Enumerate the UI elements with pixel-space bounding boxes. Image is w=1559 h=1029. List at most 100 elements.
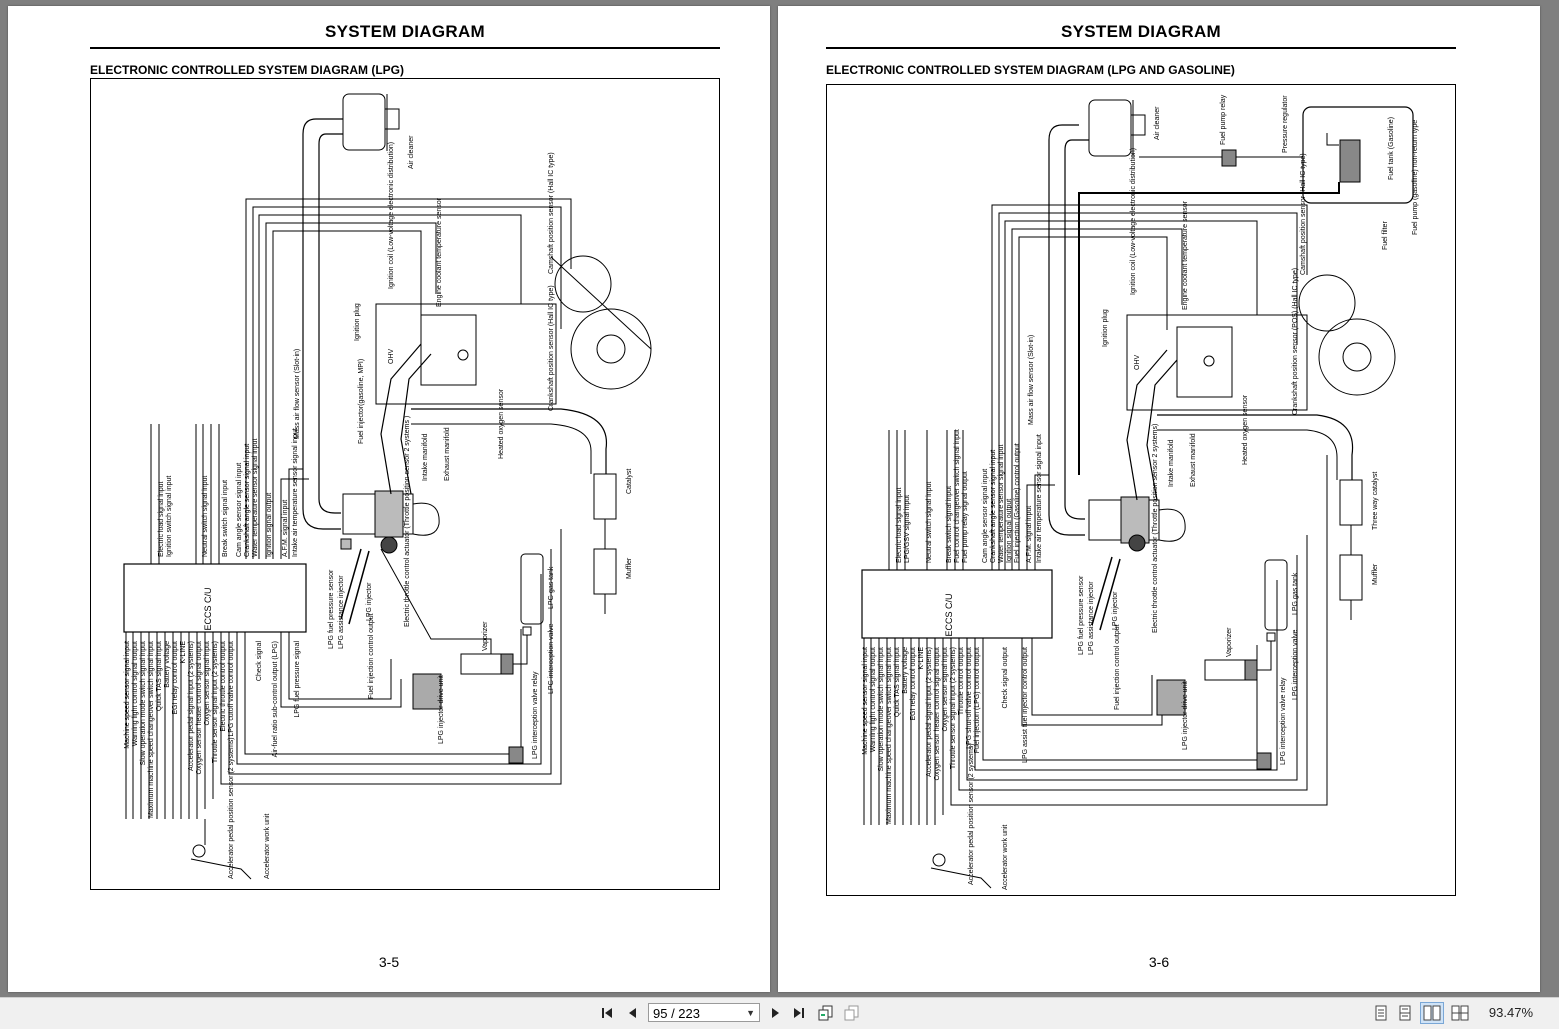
chevron-down-icon[interactable]: ▼	[746, 1008, 755, 1018]
muffler-shape	[593, 548, 617, 595]
page-number-field[interactable]: 95 / 223 ▼	[648, 1003, 760, 1022]
bottom-signal-1: Warning light control signal output	[132, 641, 139, 746]
top-signal-6: Water temperature sensor signal input	[252, 439, 259, 557]
label-lpg-injector: LPG injector	[1112, 591, 1119, 630]
bottom-signal-7: K-LINE	[180, 641, 187, 664]
bottom-signal-2: Slow operation mode switch signal input	[140, 641, 147, 766]
bottom-signal-9: Oxygen sensor heater control signal outp…	[196, 641, 203, 775]
bottom-signal-0: Machine speed sensor signal input	[124, 641, 131, 749]
label-fuel-filter: Fuel filter	[1382, 221, 1389, 250]
label-throttle: Electric throttle control actuator (Thro…	[1152, 424, 1159, 633]
first-page-button[interactable]	[598, 1002, 616, 1024]
label-vaporizer: Vaporizer	[482, 621, 489, 651]
top-signal-12: Intake air temperature sensor signal inp…	[1036, 434, 1043, 563]
bottom-signal-15: Check signal output	[1002, 647, 1009, 709]
top-signal-2: Neutral switch signal input	[926, 482, 933, 563]
go-forward-button[interactable]	[842, 1002, 862, 1024]
bottom-signal-16: LPG fuel pressure signal	[294, 641, 301, 718]
last-page-button[interactable]	[790, 1002, 808, 1024]
bottom-signal-13: LPG shut-off valve control output	[966, 647, 973, 749]
diagram-title: ELECTRONIC CONTROLLED SYSTEM DIAGRAM (LP…	[90, 63, 404, 77]
bottom-signal-5: Battery voltage	[164, 641, 171, 688]
lpg-tank	[520, 553, 544, 625]
label-accel-unit: Accelerator work unit	[264, 814, 271, 879]
top-signal-10: Fuel injection (Gasoline) control output	[1014, 443, 1021, 563]
bottom-signal-3: Maximum machine speed changeover switch …	[148, 641, 155, 818]
single-page-icon	[1375, 1005, 1387, 1021]
next-page-button[interactable]	[766, 1002, 784, 1024]
go-back-button[interactable]	[816, 1002, 836, 1024]
lpg-drive-unit	[1156, 679, 1186, 716]
label-ohv: OHV	[388, 349, 395, 365]
label-maf: Mass air flow sensor (Slot-in)	[1028, 335, 1035, 425]
two-page-view-button[interactable]	[1420, 1002, 1444, 1024]
label-fuel-injector: Fuel injector(gasoline, MPI)	[358, 359, 365, 444]
top-signal-9: Ignition signal output	[1006, 499, 1013, 563]
label-lpg-assist: LPG assistance injector	[1088, 581, 1095, 655]
top-signal-3: Break switch signal input	[946, 486, 953, 563]
label-ignition-coil: Ignition coil (Low-voltage electronic di…	[1130, 148, 1137, 295]
bottom-signal-11: Throttle sensor signal input (2 systems)	[950, 647, 957, 769]
label-camshaft: Camshaft position sensor (Hall IC type)	[1300, 153, 1307, 275]
continuous-page-icon	[1399, 1005, 1411, 1021]
bottom-signal-0: Machine speed sensor signal input	[862, 647, 869, 755]
previous-page-icon	[629, 1008, 636, 1018]
air-cleaner-shape	[1088, 99, 1132, 157]
system-diagram-lpg-gasoline: Air cleaner Fuel pump relay Pressure reg…	[861, 94, 1419, 890]
label-coolant: Engine coolant temperature sensor	[1182, 200, 1189, 310]
engine-block	[375, 303, 557, 405]
two-page-continuous-button[interactable]	[1450, 1002, 1470, 1024]
top-signal-0: Electric load signal input	[158, 481, 165, 557]
label-heated-o2: Heated oxygen sensor	[498, 388, 505, 459]
accelerator-sensor	[932, 853, 946, 867]
label-lpg-valve: LPG interception valve	[1292, 629, 1299, 700]
page-3-5: SYSTEM DIAGRAM ELECTRONIC CONTROLLED SYS…	[8, 6, 770, 992]
diagram-title: ELECTRONIC CONTROLLED SYSTEM DIAGRAM (LP…	[826, 63, 1235, 77]
two-page-continuous-icon	[1451, 1005, 1469, 1021]
navigation-toolbar: 95 / 223 ▼ 93.47%	[0, 997, 1559, 1029]
bottom-signal-13: LPG cutoff valve control output	[228, 641, 235, 737]
top-signal-7: Ignition signal output	[266, 493, 273, 557]
top-signal-0: Electric load signal input	[896, 487, 903, 563]
label-lpg-tank: LPG gas tank	[1292, 572, 1299, 615]
label-pressure-regulator: Pressure regulator	[1282, 95, 1289, 153]
label-lpg-relay: LPG interception valve relay	[532, 671, 539, 759]
bottom-signal-7: K-LINE	[918, 647, 925, 670]
label-throttle: Electric throttle control actuator (Thro…	[404, 416, 411, 627]
label-lpg-pressure: LPG fuel pressure sensor	[1078, 575, 1085, 655]
label-ignition-plug: Ignition plug	[1102, 309, 1109, 347]
top-signal-2: Neutral switch signal input	[202, 476, 209, 557]
system-diagram-lpg: Air cleaner Camshaft position sensor (Ha…	[123, 93, 652, 880]
zoom-level[interactable]: 93.47%	[1488, 1005, 1533, 1020]
label-fuel-tank: Fuel tank (Gasoline)	[1388, 117, 1395, 180]
ecu-label: ECCS C/U	[203, 587, 213, 630]
label-coolant: Engine coolant temperature sensor	[436, 197, 443, 307]
top-signal-4: Cam angle sensor signal input	[236, 463, 243, 557]
fuel-pump-relay	[1221, 149, 1237, 167]
intake-manifold	[380, 343, 432, 495]
top-signal-8: A.F.M. signal input	[282, 500, 289, 557]
bottom-signal-14: Check signal	[256, 641, 263, 682]
top-signal-6: Cam angle sensor signal input	[982, 469, 989, 563]
document-viewport[interactable]: SYSTEM DIAGRAM ELECTRONIC CONTROLLED SYS…	[0, 0, 1559, 997]
header-rule	[826, 47, 1456, 49]
label-fuel-inj-out: Fuel injection control output	[368, 613, 375, 699]
top-signal-11: A.F.M. signal input	[1026, 506, 1033, 563]
page-number: 3-5	[378, 954, 400, 970]
camshaft-pulley	[1298, 274, 1356, 332]
lpg-relay	[1256, 752, 1272, 770]
bottom-signal-12: Electric throttle control output	[220, 641, 227, 732]
page-3-6: SYSTEM DIAGRAM ELECTRONIC CONTROLLED SYS…	[778, 6, 1540, 992]
top-signal-1: LPG/GSV signal input	[904, 495, 911, 563]
label-ohv: OHV	[1134, 355, 1141, 371]
camshaft-pulley	[554, 255, 612, 313]
label-muffler: Muffler	[1372, 563, 1379, 585]
continuous-view-button[interactable]	[1396, 1002, 1414, 1024]
label-lpg-drive: LPG injector drive unit	[438, 675, 445, 744]
previous-page-button[interactable]	[624, 1002, 642, 1024]
page-number: 3-6	[1148, 954, 1170, 970]
air-cleaner-shape	[342, 93, 386, 151]
intake-duct	[302, 118, 343, 530]
engine-block	[1126, 314, 1308, 411]
single-page-view-button[interactable]	[1372, 1002, 1390, 1024]
